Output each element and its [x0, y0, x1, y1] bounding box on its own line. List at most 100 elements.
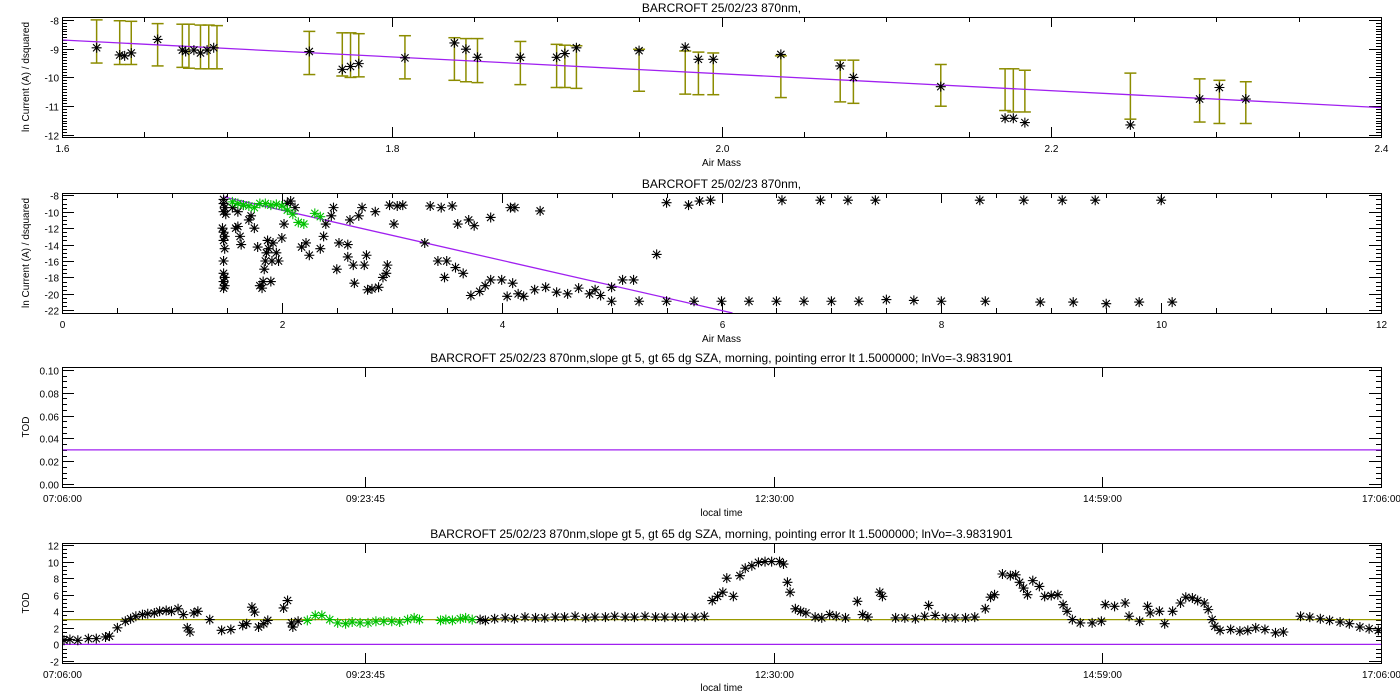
data-point [694, 196, 705, 207]
data-point [1270, 627, 1281, 638]
data-point [699, 611, 710, 622]
data-point [282, 595, 293, 606]
data-point [795, 606, 806, 617]
data-point [519, 612, 530, 623]
data-point [217, 223, 228, 234]
data-point [489, 613, 500, 624]
y-tick-label: -14 [45, 242, 60, 253]
data-point [287, 209, 298, 220]
data-point [1052, 589, 1063, 600]
data-point [252, 242, 263, 253]
data-point [790, 603, 801, 614]
data-point [326, 210, 337, 221]
data-point [877, 591, 888, 602]
y-tick-label: 6 [53, 592, 59, 603]
data-point [232, 206, 243, 217]
x-tick-label: 14:59:00 [1083, 494, 1122, 505]
data-point [509, 202, 520, 213]
data-point [798, 296, 809, 307]
data-point [232, 198, 243, 209]
chart-title: BARCROFT 25/02/23 870nm, [642, 1, 801, 15]
data-point [617, 274, 628, 285]
data-point [315, 243, 326, 254]
data-point [388, 219, 399, 230]
data-point [1214, 82, 1225, 93]
data-point [1134, 297, 1145, 308]
x-tick-label: 1.6 [56, 144, 70, 155]
data-point [559, 612, 570, 623]
data-point [304, 46, 315, 57]
data-point [381, 268, 392, 279]
data-point [287, 622, 298, 633]
data-point [467, 614, 478, 625]
data-point [1278, 627, 1289, 638]
x-tick-label: 09:23:45 [346, 494, 385, 505]
data-point [184, 627, 195, 638]
x-tick-label: 10 [1156, 320, 1168, 331]
data-point [1046, 590, 1057, 601]
data-point [219, 243, 230, 254]
data-point [734, 570, 745, 581]
data-point [1100, 599, 1111, 610]
data-point [1207, 614, 1218, 625]
x-tick-label: 09:23:45 [346, 670, 385, 681]
data-point [518, 291, 529, 302]
x-tick-label: 17:06:00 [1362, 670, 1400, 681]
data-point [1154, 606, 1165, 617]
data-point [1234, 626, 1245, 637]
data-point [595, 290, 606, 301]
data-point [870, 195, 881, 206]
data-point [357, 202, 368, 213]
data-point [853, 296, 864, 307]
data-point [218, 268, 229, 279]
data-point [173, 603, 184, 614]
data-point [241, 618, 252, 629]
data-point [515, 52, 526, 63]
data-point [91, 633, 102, 644]
data-point [258, 276, 269, 287]
data-point [1175, 598, 1186, 608]
panel-4: BARCROFT 25/02/23 870nm,slope gt 5, gt 6… [21, 527, 1400, 694]
data-point [530, 612, 541, 623]
data-point [237, 620, 248, 631]
data-point [1125, 119, 1136, 130]
data-point [414, 614, 425, 625]
data-point [551, 52, 562, 63]
data-point [293, 616, 304, 627]
data-point [182, 622, 193, 633]
data-point [1215, 625, 1226, 636]
data-point [1180, 592, 1191, 603]
data-point [535, 205, 546, 216]
data-point [219, 231, 230, 242]
data-point [362, 284, 373, 295]
data-point [188, 607, 199, 618]
data-point [344, 214, 355, 225]
data-point [161, 605, 172, 616]
data-point [634, 45, 645, 56]
data-point [775, 49, 786, 60]
data-point [460, 44, 471, 55]
x-tick-label: 07:06:00 [43, 494, 82, 505]
data-point [137, 609, 148, 620]
data-point [1259, 624, 1270, 635]
data-point [392, 200, 403, 211]
data-point [345, 61, 356, 72]
data-point [746, 560, 757, 571]
data-point [1039, 591, 1050, 602]
data-point [72, 635, 83, 646]
y-tick-label: -22 [45, 307, 60, 318]
data-point [826, 296, 837, 307]
data-point [980, 603, 991, 614]
data-point [974, 195, 985, 206]
data-point [1120, 598, 1131, 608]
data-point [551, 287, 562, 298]
data-point [361, 250, 372, 261]
data-point [276, 233, 287, 244]
data-point [680, 42, 691, 53]
data-point [628, 274, 639, 285]
data-point [152, 34, 163, 45]
data-point [513, 288, 524, 299]
data-point [840, 612, 851, 623]
chart-title: BARCROFT 25/02/23 870nm, [642, 177, 801, 191]
data-point [910, 613, 921, 624]
